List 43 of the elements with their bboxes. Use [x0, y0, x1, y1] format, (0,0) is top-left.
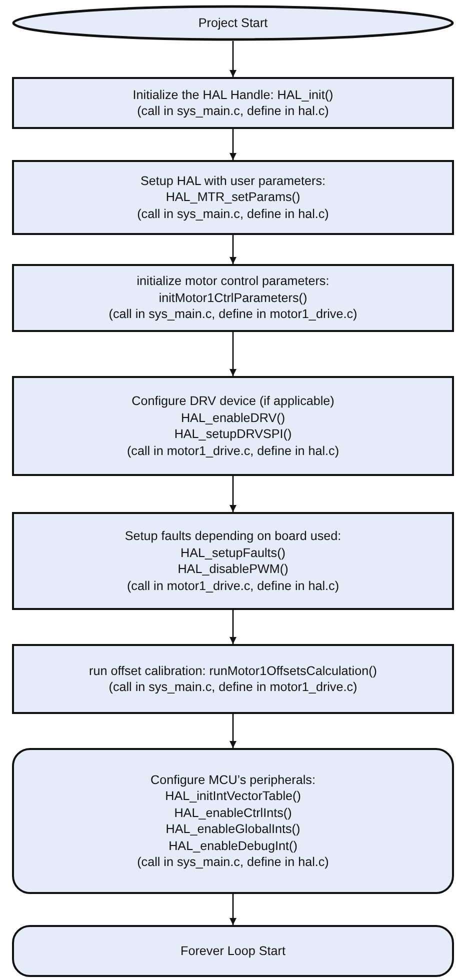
- step-text: (call in motor1_drive.c, define in hal.c): [126, 442, 340, 459]
- step-text: Project Start: [198, 14, 268, 32]
- step-text: (call in sys_main.c, define in hal.c): [137, 206, 329, 222]
- arrow: [230, 894, 236, 925]
- start-ellipse: [12, 5, 454, 41]
- step-text: Forever Loop Start: [180, 942, 286, 960]
- step-text: HAL_enableDebugInt(): [168, 838, 298, 854]
- step-text: HAL_initIntVectorTable(): [165, 788, 301, 804]
- arrow: [230, 610, 236, 644]
- terminal-box: [12, 925, 454, 977]
- step-text: initialize motor control parameters:: [136, 273, 330, 290]
- arrow: [230, 476, 236, 512]
- process-box: [12, 644, 454, 714]
- arrow: [230, 41, 236, 77]
- process-box: [12, 264, 454, 332]
- step-text: HAL_enableDRV(): [180, 410, 286, 426]
- step-text: Setup HAL with user parameters:: [140, 172, 326, 190]
- process-box: [12, 160, 454, 235]
- arrow: [230, 332, 236, 376]
- arrow: [230, 714, 236, 748]
- step-text: Configure MCU’s peripherals:: [150, 772, 316, 788]
- step-text: HAL_enableGlobalInts(): [166, 821, 300, 838]
- step-text: Configure DRV device (if applicable): [132, 393, 334, 410]
- arrow: [230, 235, 236, 264]
- step-text: Setup faults depending on board used:: [124, 528, 342, 544]
- step-text: HAL_MTR_setParams(): [166, 189, 300, 206]
- process-box: [12, 376, 454, 476]
- process-box: [12, 512, 454, 610]
- step-text: HAL_disablePWM(): [178, 561, 288, 578]
- rounded-process-box: [12, 748, 454, 894]
- step-text: HAL_enableCtrlInts(): [174, 804, 292, 821]
- process-box: [12, 77, 454, 129]
- step-text: (call in sys_main.c, define in motor1_drive.c): [108, 679, 358, 696]
- step-text: Initialize the HAL Handle: HAL_init(): [132, 86, 334, 103]
- step-text: (call in sys_main.c, define in hal.c): [137, 103, 329, 120]
- step-text: initMotor1CtrlParameters(): [158, 290, 308, 306]
- step-text: (call in sys_main.c, define in motor1_drive.c): [108, 306, 358, 323]
- arrow: [230, 129, 236, 160]
- step-text: HAL_setupDRVSPI(): [174, 426, 292, 442]
- step-text: run offset calibration: runMotor1OffsetsCalculation(): [89, 662, 377, 679]
- step-text: HAL_setupFaults(): [180, 544, 286, 561]
- step-text: (call in motor1_drive.c, define in hal.c): [126, 578, 340, 594]
- step-text: (call in sys_main.c, define in hal.c): [137, 854, 329, 870]
